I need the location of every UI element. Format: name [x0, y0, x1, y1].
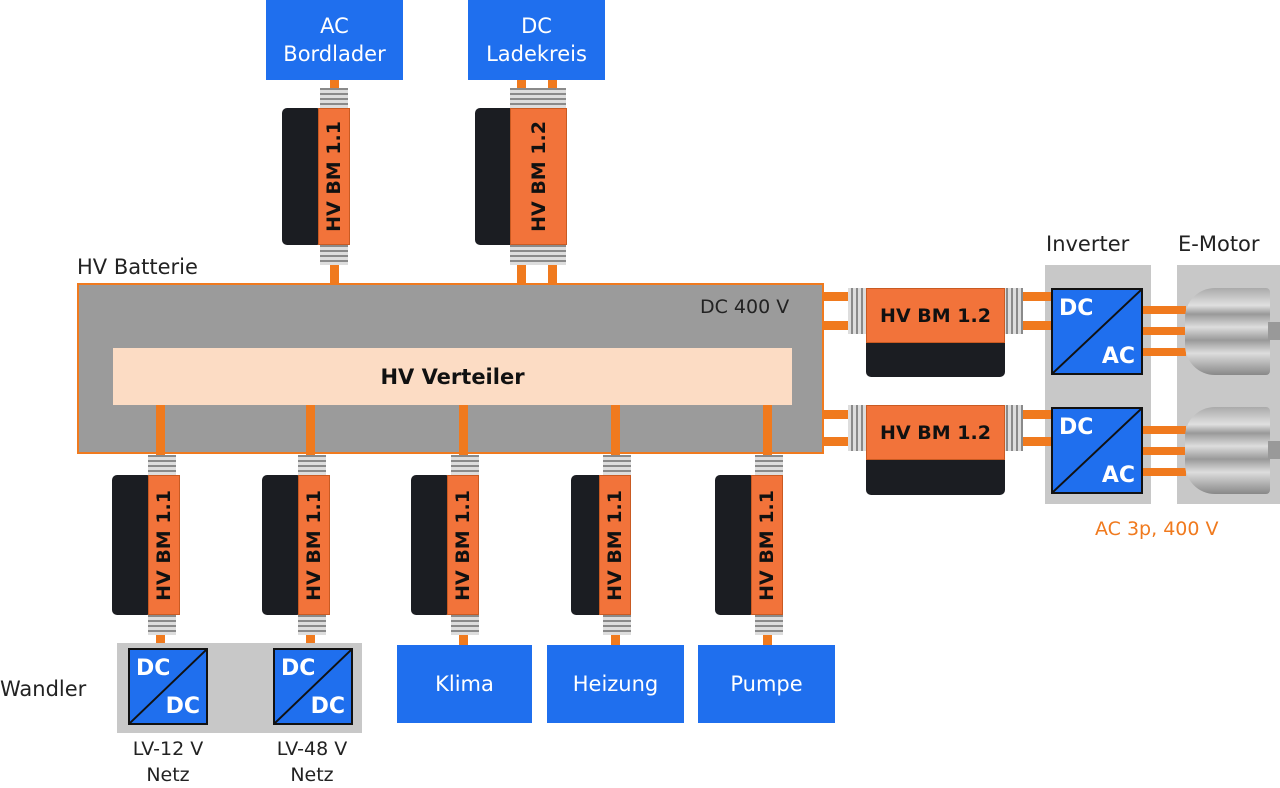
- ac-charger-box: AC Bordlader: [266, 0, 403, 80]
- connector: [451, 455, 479, 475]
- connector: [755, 455, 783, 475]
- lv48-label: LV-48 V Netz: [262, 736, 362, 788]
- klima-box: Klima: [397, 645, 532, 723]
- dc-label: DC: [165, 694, 200, 719]
- module-hv-bm-1-1-klima: HV BM 1.1: [447, 475, 479, 615]
- module-housing: [715, 475, 755, 615]
- module-label: HV BM 1.1: [153, 489, 175, 601]
- e-motor-2: [1185, 407, 1270, 494]
- ac-phase-cable: [1140, 348, 1186, 356]
- dc-charging-line2: Ladekreis: [486, 42, 587, 66]
- ac-phase-cable: [1140, 426, 1186, 434]
- dc-label: DC: [136, 656, 171, 681]
- module-hv-bm-1-2-drive-1: HV BM 1.2: [866, 288, 1005, 343]
- connector: [848, 405, 868, 451]
- module-hv-bm-1-1-converter-48v: HV BM 1.1: [298, 475, 330, 615]
- module-hv-bm-1-1-converter-12v: HV BM 1.1: [148, 475, 180, 615]
- ac-note: AC 3p, 400 V: [1095, 518, 1219, 540]
- battery-voltage: DC 400 V: [700, 296, 790, 318]
- dc-dc-converter-48v: DC DC: [273, 648, 353, 725]
- connector: [148, 615, 176, 635]
- dc-charging-line1: DC: [521, 14, 552, 38]
- connector: [603, 615, 631, 635]
- motor-shaft: [1268, 441, 1280, 459]
- connector: [451, 615, 479, 635]
- connector: [755, 615, 783, 635]
- lv48-line1: LV-48 V: [276, 738, 348, 760]
- connector: [510, 245, 566, 265]
- module-hv-bm-1-1-heizung: HV BM 1.1: [599, 475, 631, 615]
- ac-label: AC: [1101, 344, 1135, 369]
- connector: [320, 245, 348, 265]
- module-hv-bm-1-2-drive-2: HV BM 1.2: [866, 405, 1005, 460]
- connector: [148, 455, 176, 475]
- connector: [298, 455, 326, 475]
- module-housing: [411, 475, 451, 615]
- dc-label: DC: [1059, 296, 1094, 321]
- e-motor-1: [1185, 288, 1270, 375]
- module-housing: [475, 108, 515, 245]
- connector: [1003, 405, 1023, 451]
- module-label: HV BM 1.1: [303, 489, 325, 601]
- module-housing: [112, 475, 152, 615]
- inverter-1: DC AC: [1051, 288, 1143, 375]
- ac-charger-line1: AC: [320, 14, 349, 38]
- inverter-label: Inverter: [1046, 232, 1130, 256]
- connector: [848, 288, 868, 334]
- connector: [1003, 288, 1023, 334]
- module-label: HV BM 1.1: [323, 121, 345, 232]
- module-hv-bm-1-2-top: HV BM 1.2: [510, 108, 567, 245]
- module-housing: [866, 453, 1005, 495]
- dc-label: DC: [281, 656, 316, 681]
- module-label: HV BM 1.1: [756, 489, 778, 601]
- dc-label: DC: [310, 694, 345, 719]
- module-hv-bm-1-1-pumpe: HV BM 1.1: [751, 475, 783, 615]
- dc-dc-converter-12v: DC DC: [128, 648, 208, 725]
- ac-charger-line2: Bordlader: [283, 42, 386, 66]
- module-housing: [262, 475, 302, 615]
- connector: [320, 88, 348, 108]
- module-housing: [282, 108, 322, 245]
- lv48-line2: Netz: [290, 764, 334, 786]
- motor-label: E-Motor: [1178, 232, 1260, 256]
- ac-phase-cable: [1140, 447, 1186, 455]
- hv-distributor: HV Verteiler: [113, 348, 792, 405]
- dc-charging-box: DC Ladekreis: [468, 0, 605, 80]
- module-label: HV BM 1.1: [604, 489, 626, 601]
- ac-label: AC: [1101, 463, 1135, 488]
- module-hv-bm-1-1-top: HV BM 1.1: [318, 108, 350, 245]
- connector: [510, 88, 566, 108]
- inverter-2: DC AC: [1051, 407, 1143, 494]
- ac-phase-cable: [1140, 306, 1186, 314]
- converter-label: Wandler: [0, 677, 87, 701]
- motor-shaft: [1268, 322, 1280, 340]
- battery-label: HV Batterie: [77, 255, 198, 279]
- ac-phase-cable: [1140, 468, 1186, 476]
- connector: [603, 455, 631, 475]
- pumpe-box: Pumpe: [698, 645, 835, 723]
- heizung-box: Heizung: [547, 645, 684, 723]
- dc-label: DC: [1059, 415, 1094, 440]
- connector: [298, 615, 326, 635]
- ac-phase-cable: [1140, 327, 1186, 335]
- module-label: HV BM 1.1: [452, 489, 474, 601]
- lv12-label: LV-12 V Netz: [118, 736, 218, 788]
- lv12-line1: LV-12 V: [132, 738, 204, 760]
- lv12-line2: Netz: [146, 764, 190, 786]
- module-label: HV BM 1.2: [527, 121, 550, 232]
